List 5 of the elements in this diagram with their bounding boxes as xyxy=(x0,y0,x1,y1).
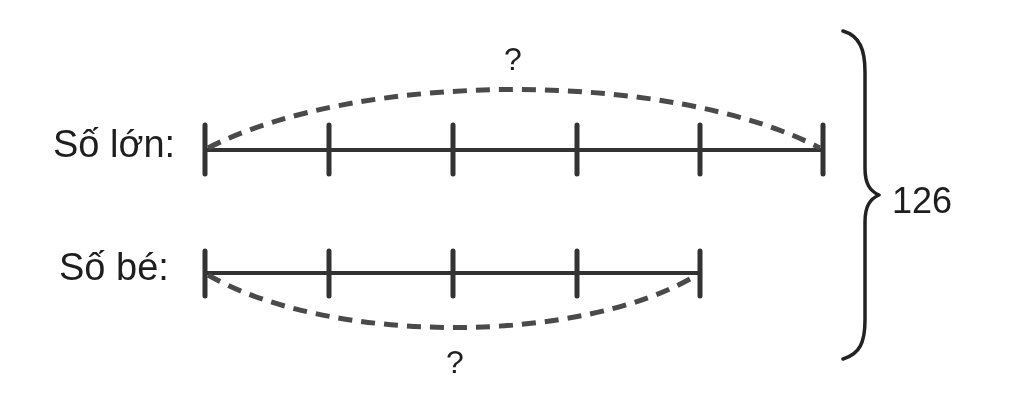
total-label: 126 xyxy=(892,179,953,223)
row-label: Số lớn: xyxy=(53,122,176,167)
row-label: Số bé: xyxy=(59,245,169,290)
question-mark-label: ? xyxy=(446,343,464,382)
question-mark-label: ? xyxy=(504,40,522,79)
